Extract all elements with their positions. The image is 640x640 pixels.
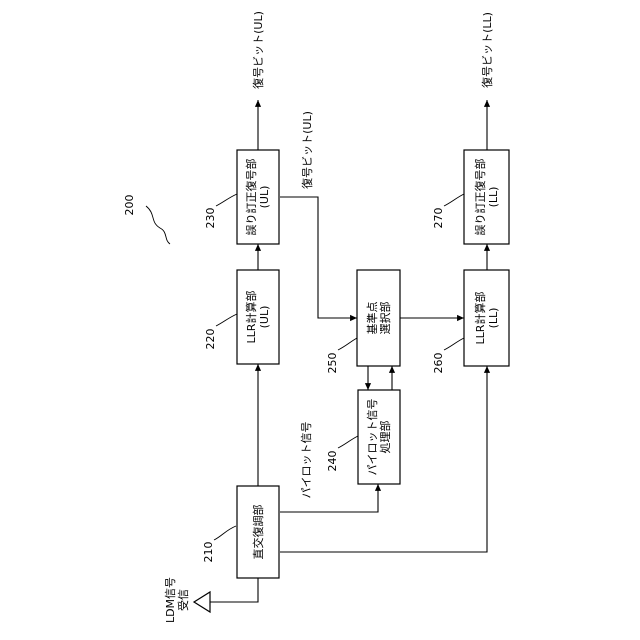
block-pilot-label1: パイロット信号 — [366, 399, 379, 476]
input-label-line2: 受信 — [177, 589, 190, 611]
block-ecc-ul: 誤り訂正復号部 (UL) 230 — [204, 150, 279, 244]
block-llr-ll-ref: 260 — [432, 353, 445, 374]
block-ecc-ul-ref: 230 — [204, 208, 217, 229]
block-demod-leader — [214, 526, 236, 540]
block-llr-ll-label1: LLR計算部 — [473, 292, 487, 345]
block-ref-sel: 基準点 選択部 250 — [326, 270, 400, 374]
block-llr-ll: LLR計算部 (LL) 260 — [432, 270, 509, 374]
block-pilot: パイロット信号 処理部 240 — [326, 390, 400, 484]
block-pilot-ref: 240 — [326, 451, 339, 472]
diagram-number-text: 200 — [123, 195, 136, 216]
block-llr-ul: LLR計算部 (UL) 220 — [204, 270, 279, 364]
block-ref-sel-ref: 250 — [326, 353, 339, 374]
block-ecc-ul-label1: 誤り訂正復号部 — [244, 159, 258, 236]
diagram-number-leader — [146, 206, 170, 244]
wire-input-demod — [210, 578, 258, 602]
block-ecc-ul-leader — [216, 194, 237, 206]
input-label-line1: LDM信号 — [164, 577, 177, 623]
block-llr-ul-label1: LLR計算部 — [244, 291, 258, 344]
block-pilot-label2: 処理部 — [378, 421, 392, 454]
block-ecc-ll-label2: (LL) — [487, 187, 500, 208]
wire-ecc-ul-ref-sel — [280, 197, 357, 318]
signal-decoded-ul-out-label: 復号ビット(UL) — [252, 11, 265, 89]
block-llr-ul-label2: (UL) — [258, 306, 271, 329]
signal-decoded-ll-out-label: 復号ビット(LL) — [481, 12, 494, 88]
block-pilot-leader — [338, 436, 358, 448]
block-ecc-ll-ref: 270 — [432, 208, 445, 229]
signal-decoded-ul-mid-label: 復号ビット(UL) — [301, 111, 314, 189]
block-llr-ul-ref: 220 — [204, 329, 217, 350]
block-ecc-ll: 誤り訂正復号部 (LL) 270 — [432, 150, 509, 244]
block-ecc-ll-leader — [444, 194, 464, 206]
block-demod-ref: 210 — [202, 542, 215, 563]
block-demod-label: 直交復調部 — [251, 505, 265, 560]
input-antenna: LDM信号 受信 — [164, 577, 210, 623]
block-ref-sel-label2: 選択部 — [378, 302, 392, 335]
block-llr-ll-label2: (LL) — [487, 308, 500, 329]
signal-pilot-label: パイロット信号 — [300, 422, 313, 499]
block-llr-ul-leader — [216, 314, 237, 326]
diagram-number: 200 — [123, 195, 170, 245]
block-ecc-ul-label2: (UL) — [258, 186, 271, 209]
block-llr-ll-leader — [444, 338, 464, 350]
block-ref-sel-leader — [338, 338, 357, 350]
block-ecc-ll-label1: 誤り訂正復号部 — [473, 159, 487, 236]
wire-demod-pilot — [280, 484, 378, 512]
block-ref-sel-label1: 基準点 — [365, 302, 379, 335]
block-demod: 直交復調部 210 — [202, 486, 279, 578]
